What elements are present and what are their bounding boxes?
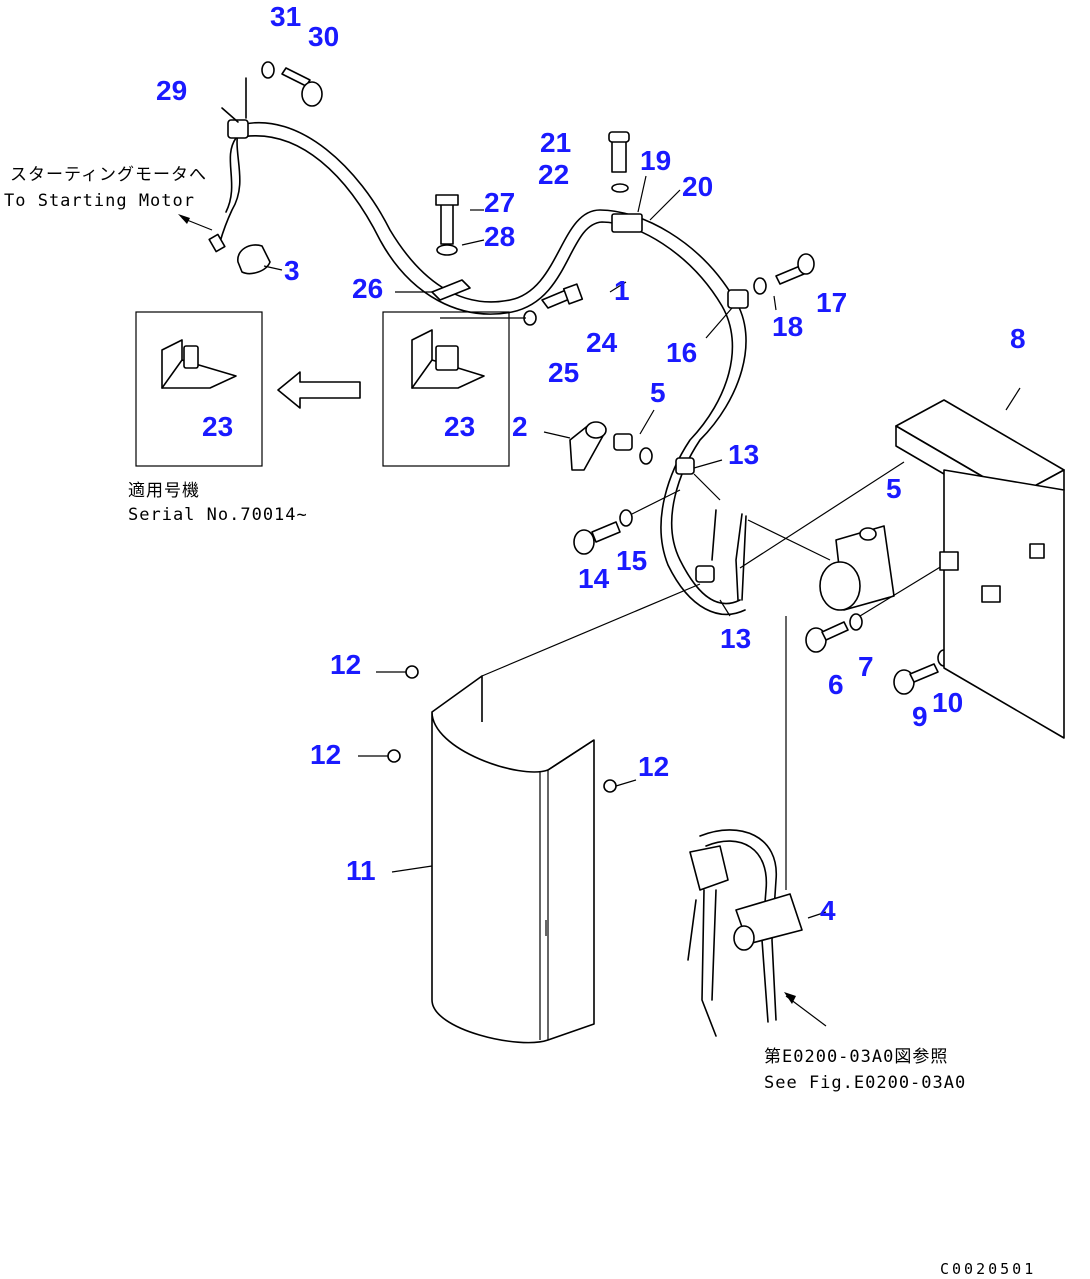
callout-6: 6 xyxy=(828,669,844,700)
callout-15: 15 xyxy=(616,545,647,576)
note-starting-motor-en: To Starting Motor xyxy=(4,191,195,211)
callout-3: 3 xyxy=(284,255,300,286)
callout-10: 10 xyxy=(932,687,963,718)
clamp-26-bolt-27 xyxy=(395,194,485,301)
callout-12-c: 12 xyxy=(638,751,669,782)
callout-29: 29 xyxy=(156,75,187,106)
callout-30: 30 xyxy=(308,21,339,52)
callout-23-left: 23 xyxy=(202,411,233,442)
callout-24: 24 xyxy=(586,327,618,358)
harness-4 xyxy=(687,616,827,1037)
callout-18: 18 xyxy=(772,311,803,342)
callout-20: 20 xyxy=(682,171,713,202)
callout-31: 31 xyxy=(270,1,301,32)
callout-5-upper: 5 xyxy=(650,377,666,408)
callout-12-a: 12 xyxy=(330,649,361,680)
callout-13-upper: 13 xyxy=(728,439,759,470)
clamp-16 xyxy=(705,253,815,339)
detail-inset-left xyxy=(135,311,263,467)
arrow-to-detail xyxy=(277,371,361,409)
bracket-8 xyxy=(739,387,1065,739)
cap-2 xyxy=(543,421,607,471)
callout-12-b: 12 xyxy=(310,739,341,770)
cable-to-starting-motor xyxy=(178,77,247,253)
callout-4: 4 xyxy=(820,895,836,926)
note-starting-motor-jp: スターティングモータへ xyxy=(10,165,207,185)
cap-3 xyxy=(237,244,283,275)
callout-9: 9 xyxy=(912,701,928,732)
detail-inset-right xyxy=(382,311,510,467)
cover-11 xyxy=(391,583,701,1044)
callout-1: 1 xyxy=(614,275,630,306)
callout-23-right: 23 xyxy=(444,411,475,442)
callout-5-relay: 5 xyxy=(886,473,902,504)
bolt-14-washer-15 xyxy=(573,489,681,555)
callout-11: 11 xyxy=(346,855,376,886)
callout-13-lower: 13 xyxy=(720,623,751,654)
callout-8: 8 xyxy=(1010,323,1026,354)
callout-14: 14 xyxy=(578,563,610,594)
callout-22: 22 xyxy=(538,159,569,190)
drawing-code: C0020501 xyxy=(940,1260,1036,1278)
note-see-fig-jp: 第E0200-03A0図参照 xyxy=(764,1047,948,1067)
clamp-29 xyxy=(221,107,249,139)
bolt-6-washer-7 xyxy=(805,613,863,653)
nut-5-upper xyxy=(613,409,655,465)
callout-17: 17 xyxy=(816,287,847,318)
bolt-24-washer-25 xyxy=(440,283,584,326)
callout-26: 26 xyxy=(352,273,383,304)
note-see-fig-en: See Fig.E0200-03A0 xyxy=(764,1073,966,1093)
callout-7: 7 xyxy=(858,651,874,682)
note-serial-jp: 適用号機 xyxy=(128,481,200,501)
note-serial-en: Serial No.70014~ xyxy=(128,505,308,525)
callout-2: 2 xyxy=(512,411,528,442)
clamp-13-upper xyxy=(675,457,723,501)
callout-21: 21 xyxy=(540,127,571,158)
clamp-19-20 xyxy=(608,131,681,293)
callout-27: 27 xyxy=(484,187,515,218)
screws-12 xyxy=(358,665,637,793)
clamp-13-lower xyxy=(695,509,747,617)
callout-19: 19 xyxy=(640,145,671,176)
callout-16: 16 xyxy=(666,337,697,368)
bolt-30-washer-31 xyxy=(261,61,323,107)
battery-relay-5 xyxy=(747,499,1051,617)
callout-25: 25 xyxy=(548,357,579,388)
callout-28: 28 xyxy=(484,221,515,252)
